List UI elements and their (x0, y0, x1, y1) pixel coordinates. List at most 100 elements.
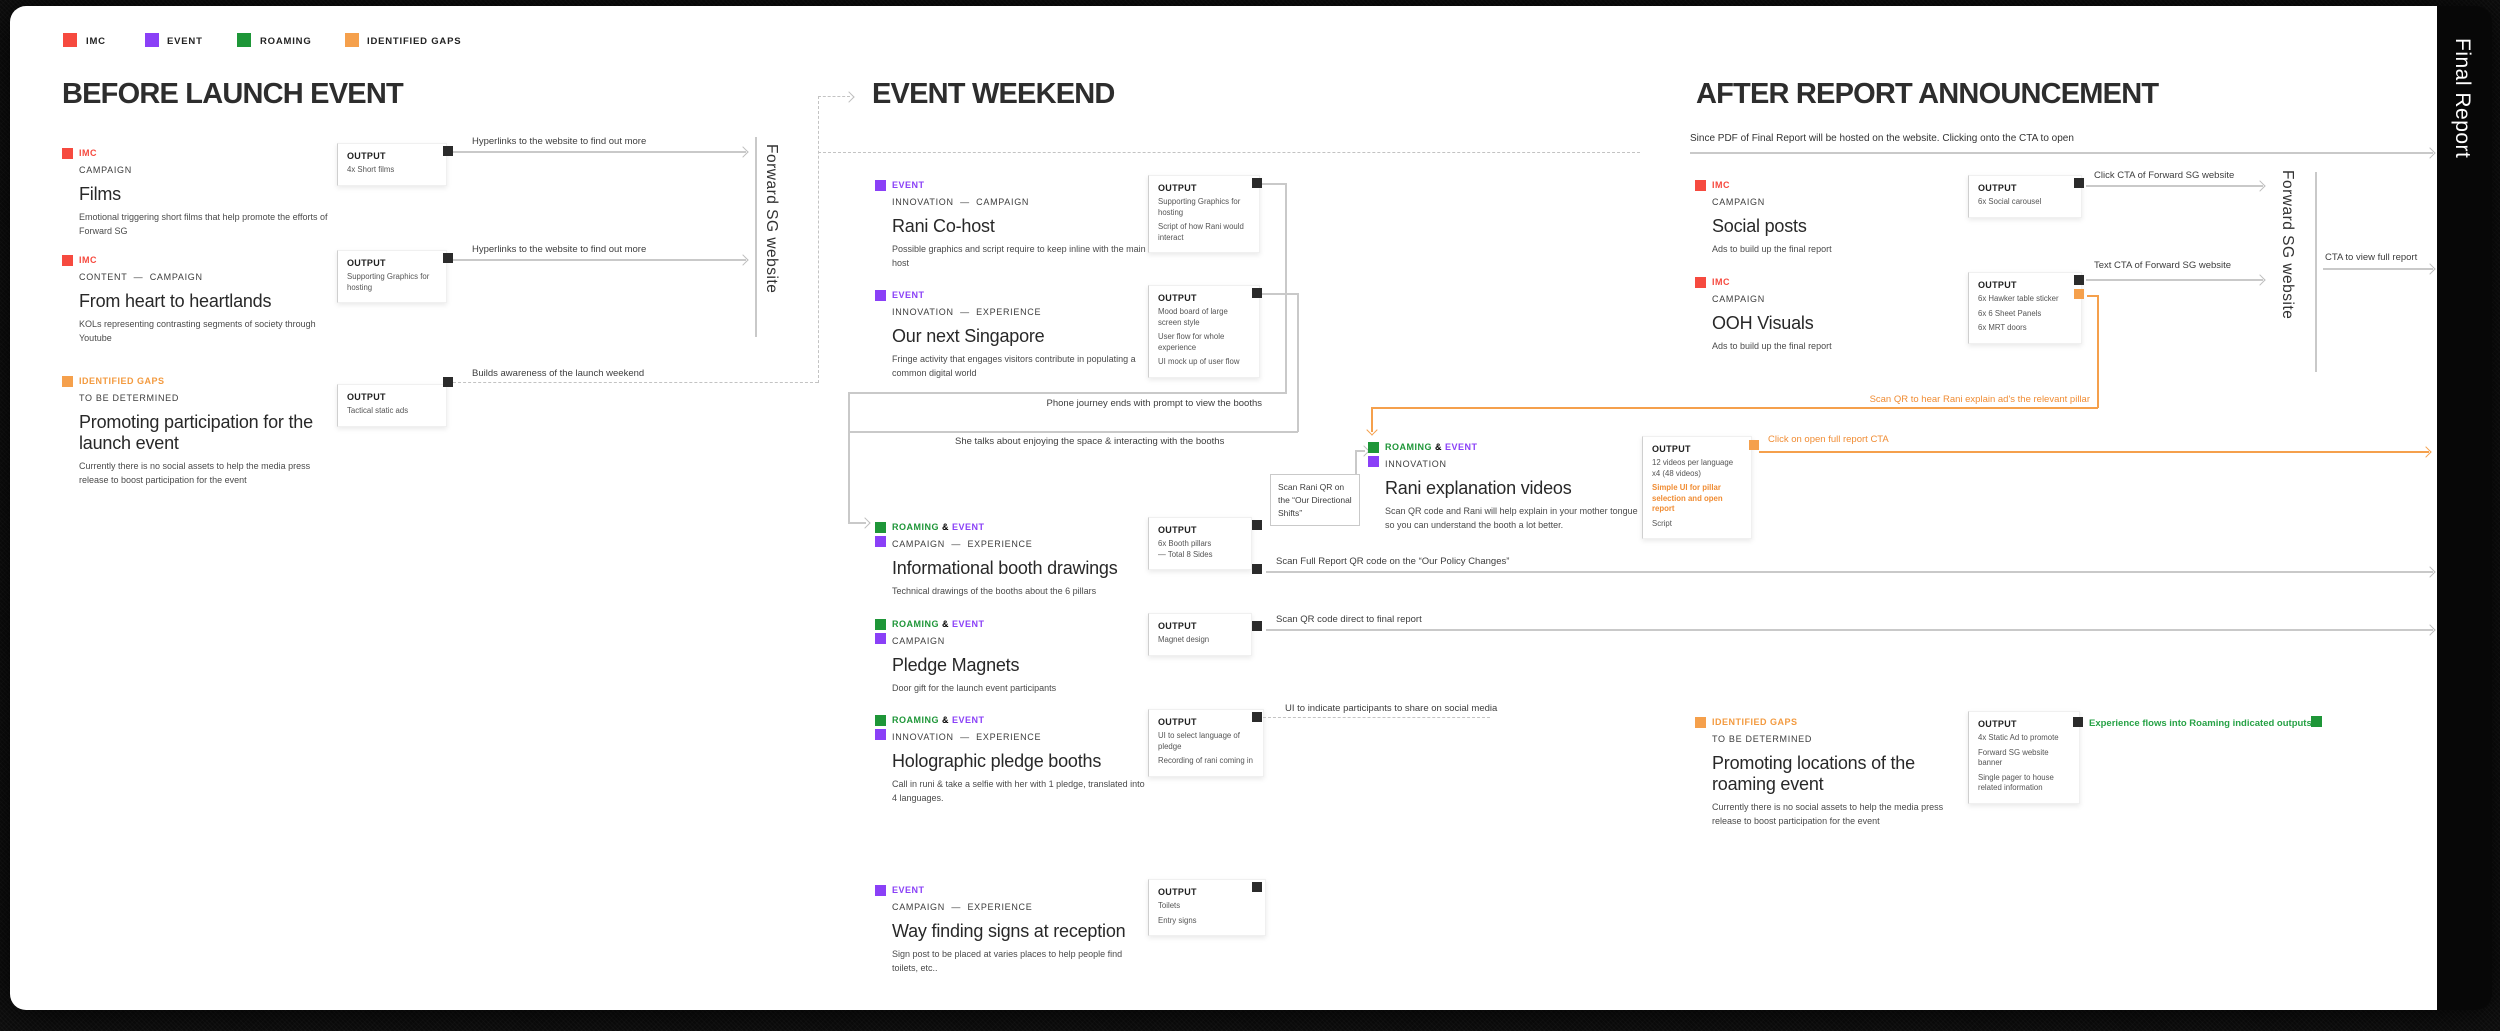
ampersand: & (942, 715, 950, 725)
card-desc: Ads to build up the final report (1712, 340, 1832, 351)
connector-line (1266, 571, 2433, 573)
output-label: OUTPUT (1978, 719, 2017, 729)
connector-square[interactable] (2074, 275, 2084, 285)
output-item: Toilets (1158, 901, 1181, 910)
connector-square[interactable] (2074, 178, 2084, 188)
card-ooh-visuals[interactable]: IMC CAMPAIGN OOH Visuals Ads to build up… (1695, 275, 1947, 354)
card-promoting-participation[interactable]: IDENTIFIED GAPS TO BE DETERMINED Promoti… (62, 374, 352, 488)
card-tag-event: EVENT (1445, 442, 1478, 452)
connector-square[interactable] (1252, 621, 1262, 631)
output-box-pledge-magnets[interactable]: OUTPUT Magnet design (1148, 613, 1252, 656)
connector-square[interactable] (1252, 288, 1262, 298)
output-box-promoting-roaming[interactable]: OUTPUT 4x Static Ad to promote Forward S… (1968, 711, 2080, 804)
card-category: CAMPAIGN — EXPERIENCE (892, 902, 1033, 912)
output-label: OUTPUT (1158, 887, 1197, 897)
connector-square[interactable] (2073, 717, 2083, 727)
arrowhead-right (859, 517, 871, 529)
arrowhead-right (2424, 263, 2436, 275)
card-category: INNOVATION (1385, 459, 1447, 469)
forward-sg-website-right[interactable]: Forward SG website (2279, 170, 2296, 320)
output-box-booth-drawings[interactable]: OUTPUT 6x Booth pillars — Total 8 Sides (1148, 517, 1252, 571)
output-item: Tactical static ads (347, 406, 409, 415)
output-item: Mood board of large screen style (1158, 307, 1228, 327)
connector-line (453, 259, 746, 261)
arrowhead-right (2424, 624, 2436, 636)
output-box-heartlands[interactable]: OUTPUT Supporting Graphics for hosting (337, 250, 447, 304)
identified-gaps-square (62, 376, 73, 387)
connector-square-orange[interactable] (1749, 440, 1759, 450)
roaming-square (875, 522, 886, 533)
card-holographic-booths[interactable]: ROAMING & EVENT INNOVATION — EXPERIENCE … (875, 713, 1145, 806)
arrowhead-right-orange (2420, 446, 2432, 458)
output-item: 6x MRT doors (1978, 323, 2027, 333)
output-label: OUTPUT (1978, 183, 2017, 193)
dashed-connector-line (818, 96, 850, 97)
output-box-next-singapore[interactable]: OUTPUT Mood board of large screen style … (1148, 285, 1260, 378)
card-desc: Possible graphics and script require to … (892, 243, 1146, 268)
arrow-label-cta-view: CTA to view full report (2325, 252, 2418, 263)
output-box-rani-cohost[interactable]: OUTPUT Supporting Graphics for hosting S… (1148, 175, 1260, 254)
card-title: Rani explanation videos (1385, 478, 1572, 498)
connector-square[interactable] (443, 377, 453, 387)
output-box-rani-videos[interactable]: OUTPUT 12 videos per language x4 (48 vid… (1642, 436, 1752, 540)
output-box-ooh-visuals[interactable]: OUTPUT 6x Hawker table sticker 6x 6 Shee… (1968, 272, 2082, 344)
connector-square-orange[interactable] (2074, 289, 2084, 299)
card-social-posts[interactable]: IMC CAMPAIGN Social posts Ads to build u… (1695, 178, 1947, 257)
card-films[interactable]: IMC CAMPAIGN Films Emotional triggering … (62, 146, 332, 239)
event-square (875, 885, 886, 896)
connector-line (1285, 183, 1287, 393)
output-box-holographic[interactable]: OUTPUT UI to select language of pledge R… (1148, 709, 1264, 777)
orange-connector-line (2087, 295, 2098, 297)
card-desc: Sign post to be placed at varies places … (892, 948, 1123, 973)
arrowhead-right (737, 146, 749, 158)
section-title-event-weekend: EVENT WEEKEND (872, 78, 1115, 110)
legend-event-swatch[interactable] (145, 33, 159, 47)
card-desc: Scan QR code and Rani will help explain … (1385, 505, 1638, 530)
output-item: UI mock up of user flow (1158, 357, 1240, 367)
output-box-social-posts[interactable]: OUTPUT 6x Social carousel (1968, 175, 2082, 218)
card-promoting-roaming[interactable]: IDENTIFIED GAPS TO BE DETERMINED Promoti… (1695, 715, 1957, 829)
dashed-connector-line (818, 96, 819, 383)
card-rani-videos[interactable]: ROAMING & EVENT INNOVATION Rani explanat… (1368, 440, 1640, 533)
connector-square[interactable] (1252, 564, 1262, 574)
card-tag: IMC (1712, 180, 1730, 190)
output-box-films[interactable]: OUTPUT 4x Short films (337, 143, 447, 186)
connector-line (848, 392, 1287, 394)
card-heartlands[interactable]: IMC CONTENT — CAMPAIGN From heart to hea… (62, 253, 332, 346)
card-title: OOH Visuals (1712, 313, 1814, 333)
card-tag-event: EVENT (952, 619, 985, 629)
output-label: OUTPUT (347, 151, 386, 161)
label-phone-journey: Phone journey ends with prompt to view t… (1046, 398, 1262, 409)
card-desc: Emotional triggering short films that he… (79, 211, 328, 236)
arrowhead-right (2424, 147, 2436, 159)
output-item: 4x Static Ad to promote (1978, 733, 2059, 742)
connector-square[interactable] (1252, 520, 1262, 530)
output-item: UI to select language of pledge (1158, 731, 1240, 751)
card-booth-drawings[interactable]: ROAMING & EVENT CAMPAIGN — EXPERIENCE In… (875, 520, 1143, 599)
output-item: User flow for whole experience (1158, 332, 1225, 352)
final-report-label[interactable]: Final Report (2451, 38, 2474, 159)
connector-square[interactable] (1252, 882, 1262, 892)
legend-imc-swatch[interactable] (63, 33, 77, 47)
forward-sg-website-left[interactable]: Forward SG website (763, 144, 780, 294)
output-box-gap-before[interactable]: OUTPUT Tactical static ads (337, 384, 447, 427)
final-report-bar[interactable] (2437, 6, 2492, 1010)
card-tag: EVENT (892, 180, 925, 190)
legend-roaming-swatch[interactable] (237, 33, 251, 47)
card-rani-cohost[interactable]: EVENT INNOVATION — CAMPAIGN Rani Co-host… (875, 178, 1146, 271)
card-tag-roaming: ROAMING (892, 522, 939, 532)
legend-gaps-swatch[interactable] (345, 33, 359, 47)
connector-square[interactable] (1252, 178, 1262, 188)
output-item: 6x Hawker table sticker (1978, 294, 2059, 303)
card-category: CAMPAIGN (1712, 197, 1765, 207)
connector-square[interactable] (443, 253, 453, 263)
note-scan-rani-qr[interactable]: Scan Rani QR on the “Our Directional Shi… (1270, 474, 1360, 527)
connector-square[interactable] (443, 146, 453, 156)
output-box-wayfinding[interactable]: OUTPUT Toilets Entry signs (1148, 879, 1266, 937)
output-item: Supporting Graphics for hosting (1158, 197, 1241, 217)
card-pledge-magnets[interactable]: ROAMING & EVENT CAMPAIGN Pledge Magnets … (875, 617, 1137, 696)
card-wayfinding-signs[interactable]: EVENT CAMPAIGN — EXPERIENCE Way finding … (875, 883, 1137, 976)
card-tag-event: EVENT (952, 715, 985, 725)
card-our-next-singapore[interactable]: EVENT INNOVATION — EXPERIENCE Our next S… (875, 288, 1147, 381)
connector-square[interactable] (1252, 712, 1262, 722)
